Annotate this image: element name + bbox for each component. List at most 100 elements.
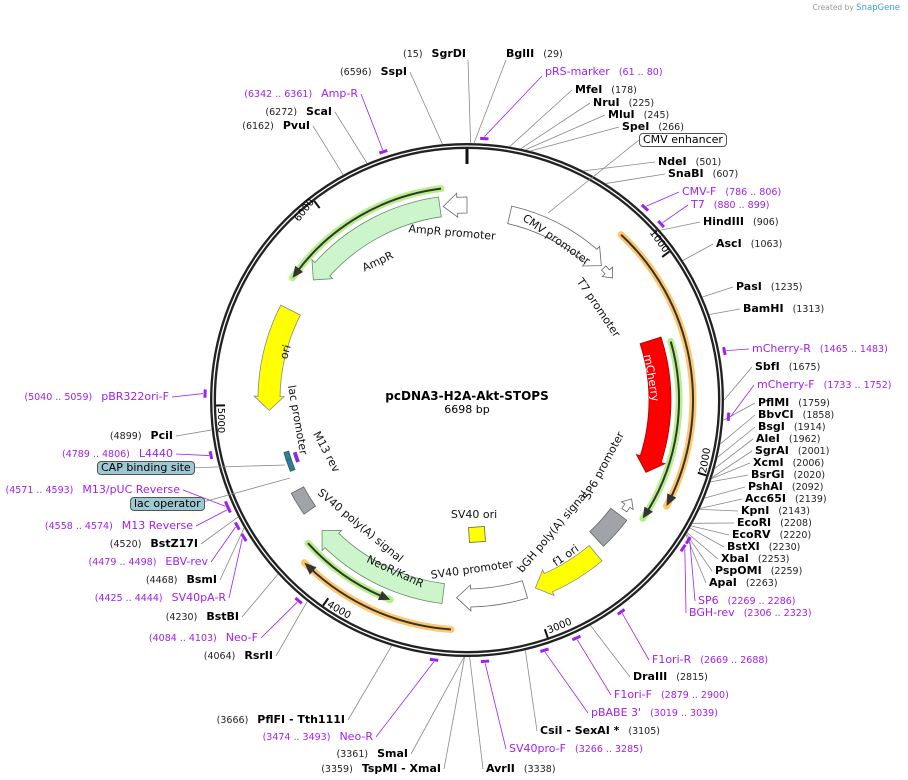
enzyme-site-label[interactable]: MfeI178 [575, 84, 637, 96]
enzyme-site-label[interactable]: 6596SspI [340, 66, 407, 78]
primer-name: Amp-R [321, 87, 358, 100]
primer-binding-mark [233, 521, 241, 531]
primer-label[interactable]: 5040 .. 5059pBR322ori-F [24, 391, 169, 403]
enzyme-site-label[interactable]: XcmI2006 [753, 457, 824, 469]
primer-label[interactable]: SV40pro-F3266 .. 3285 [509, 743, 643, 755]
enzyme-leader-line [717, 426, 756, 458]
enzyme-site-label[interactable]: AleI1962 [756, 433, 820, 445]
enzyme-name: EcoRV [732, 528, 771, 541]
primer-label[interactable]: pRS-marker61 .. 80 [545, 66, 663, 78]
enzyme-site-label[interactable]: BsrGI2020 [751, 469, 825, 481]
primer-label[interactable]: CMV-F786 .. 806 [682, 186, 781, 198]
enzyme-site-label[interactable]: PflMI1759 [758, 397, 830, 409]
primer-label[interactable]: pBABE 3'3019 .. 3039 [591, 707, 718, 719]
enzyme-name: CsiI - SexAI * [540, 724, 620, 737]
primer-range: 3019 .. 3039 [650, 708, 718, 719]
enzyme-leader-line [530, 126, 620, 152]
enzyme-leader-line [275, 601, 308, 657]
feature-label-sv40-ori[interactable]: SV40 ori [450, 508, 498, 521]
primer-label[interactable]: 4571 .. 4593M13/pUC Reverse [6, 484, 181, 496]
primer-label[interactable]: 4084 .. 4103Neo-F [149, 632, 258, 644]
enzyme-site-label[interactable]: SgrAI2001 [755, 445, 829, 457]
primer-label[interactable]: 3474 .. 3493Neo-R [263, 731, 373, 743]
backbone-inner-line [212, 145, 722, 655]
feature-box-cmv-enhancer[interactable]: CMV enhancer [639, 133, 727, 147]
feature-box-lac-operator[interactable]: lac operator [130, 497, 205, 511]
enzyme-site-label[interactable]: HindIII906 [703, 216, 779, 228]
enzyme-site-label[interactable]: XbaI2253 [721, 553, 790, 565]
enzyme-site-label[interactable]: NruI225 [593, 97, 654, 109]
cut-position: 266 [658, 122, 684, 133]
primer-range: 880 .. 899 [714, 200, 770, 211]
cut-position: 1235 [771, 282, 803, 293]
enzyme-name: XcmI [753, 456, 784, 469]
enzyme-leader-line [443, 656, 465, 770]
enzyme-site-label[interactable]: 4468BsmI [146, 574, 217, 586]
cut-position: 6272 [265, 107, 297, 118]
enzyme-leader-line [699, 498, 743, 509]
primer-label[interactable]: 6342 .. 6361Amp-R [244, 88, 358, 100]
neo-orf-arrow-arrowhead [377, 590, 391, 601]
primer-label[interactable]: 4479 .. 4498EBV-rev [89, 556, 208, 568]
enzyme-site-label[interactable]: BbvCI1858 [758, 409, 834, 421]
enzyme-site-label[interactable]: NdeI501 [658, 156, 721, 168]
enzyme-site-label[interactable]: Acc65I2139 [745, 493, 827, 505]
enzyme-site-label[interactable]: SpeI 266 [622, 121, 684, 133]
enzyme-site-label[interactable]: BglII29 [506, 48, 563, 60]
primer-label[interactable]: 4558 .. 4574M13 Reverse [45, 520, 193, 532]
enzyme-site-label[interactable]: 4064RsrII [204, 650, 273, 662]
enzyme-site-label[interactable]: 3361SmaI [336, 748, 408, 760]
primer-range: 4084 .. 4103 [149, 633, 217, 644]
enzyme-leader-line [709, 308, 741, 315]
primer-label[interactable]: mCherry-F1733 .. 1752 [757, 379, 891, 391]
enzyme-leader-line [175, 429, 212, 437]
primer-label[interactable]: F1ori-R2669 .. 2688 [652, 654, 768, 666]
enzyme-leader-line [312, 125, 344, 176]
primer-label[interactable]: T7880 .. 899 [691, 199, 770, 211]
enzyme-site-label[interactable]: BamHI1313 [743, 303, 824, 315]
enzyme-site-label[interactable]: SbfI1675 [755, 361, 820, 373]
enzyme-site-label[interactable]: AscI1063 [716, 238, 782, 250]
enzyme-name: MluI [608, 108, 635, 121]
enzyme-leader-line [690, 525, 730, 536]
enzyme-site-label[interactable]: CsiI - SexAI *3105 [540, 725, 660, 737]
enzyme-leader-line [334, 111, 368, 164]
primer-label[interactable]: F1ori-F2879 .. 2900 [614, 689, 729, 701]
enzyme-site-label[interactable]: EcoRV2220 [732, 529, 811, 541]
enzyme-site-label[interactable]: PasI1235 [736, 281, 802, 293]
enzyme-site-label[interactable]: 3359TspMI - XmaI [321, 763, 441, 775]
primer-range: 2269 .. 2286 [728, 596, 796, 607]
enzyme-site-label[interactable]: ApaI2263 [709, 577, 778, 589]
cut-position: 2020 [793, 470, 825, 481]
orange-orf-arrow-2 [308, 566, 452, 631]
primer-name: pBR322ori-F [101, 390, 169, 403]
enzyme-site-label[interactable]: DraIII2815 [633, 671, 708, 683]
enzyme-site-label[interactable]: PspOMI2259 [715, 565, 802, 577]
enzyme-leader-line [704, 486, 746, 499]
enzyme-name: SpeI [622, 120, 650, 133]
primer-name: Neo-R [339, 730, 373, 743]
enzyme-name: RsrII [244, 649, 273, 662]
enzyme-site-label[interactable]: BsgI1914 [758, 421, 826, 433]
enzyme-site-label[interactable]: BstXI2230 [727, 541, 800, 553]
enzyme-site-label[interactable]: 4899PciI [110, 430, 173, 442]
enzyme-site-label[interactable]: 4230BstBI [166, 611, 239, 623]
enzyme-site-label[interactable]: KpnI2143 [741, 505, 810, 517]
primer-label[interactable]: 4425 .. 4444SV40pA-R [95, 592, 226, 604]
enzyme-site-label[interactable]: MluI245 [608, 109, 669, 121]
enzyme-site-label[interactable]: 6162PvuI [242, 120, 310, 132]
enzyme-site-label[interactable]: 4520BstZ17I [110, 538, 198, 550]
enzyme-site-label[interactable]: PshAI2092 [748, 481, 823, 493]
enzyme-site-label[interactable]: 15SgrDI [403, 48, 466, 60]
primer-label[interactable]: BGH-rev2306 .. 2323 [689, 607, 812, 619]
enzyme-site-label[interactable]: 6272ScaI [265, 106, 332, 118]
enzyme-site-label[interactable]: 3666PflFI - Tth111I [217, 714, 345, 726]
enzyme-site-label[interactable]: AvrII3338 [486, 763, 556, 775]
primer-label[interactable]: 4789 .. 4806L4440 [62, 448, 173, 460]
feature-box-cap-binding-site[interactable]: CAP binding site [97, 461, 195, 475]
enzyme-site-label[interactable]: SnaBI607 [668, 168, 738, 180]
cut-position: 2230 [769, 542, 801, 553]
primer-label[interactable]: mCherry-R1465 .. 1483 [752, 343, 888, 355]
primer-label[interactable]: SP62269 .. 2286 [698, 595, 796, 607]
enzyme-site-label[interactable]: EcoRI2208 [737, 517, 812, 529]
